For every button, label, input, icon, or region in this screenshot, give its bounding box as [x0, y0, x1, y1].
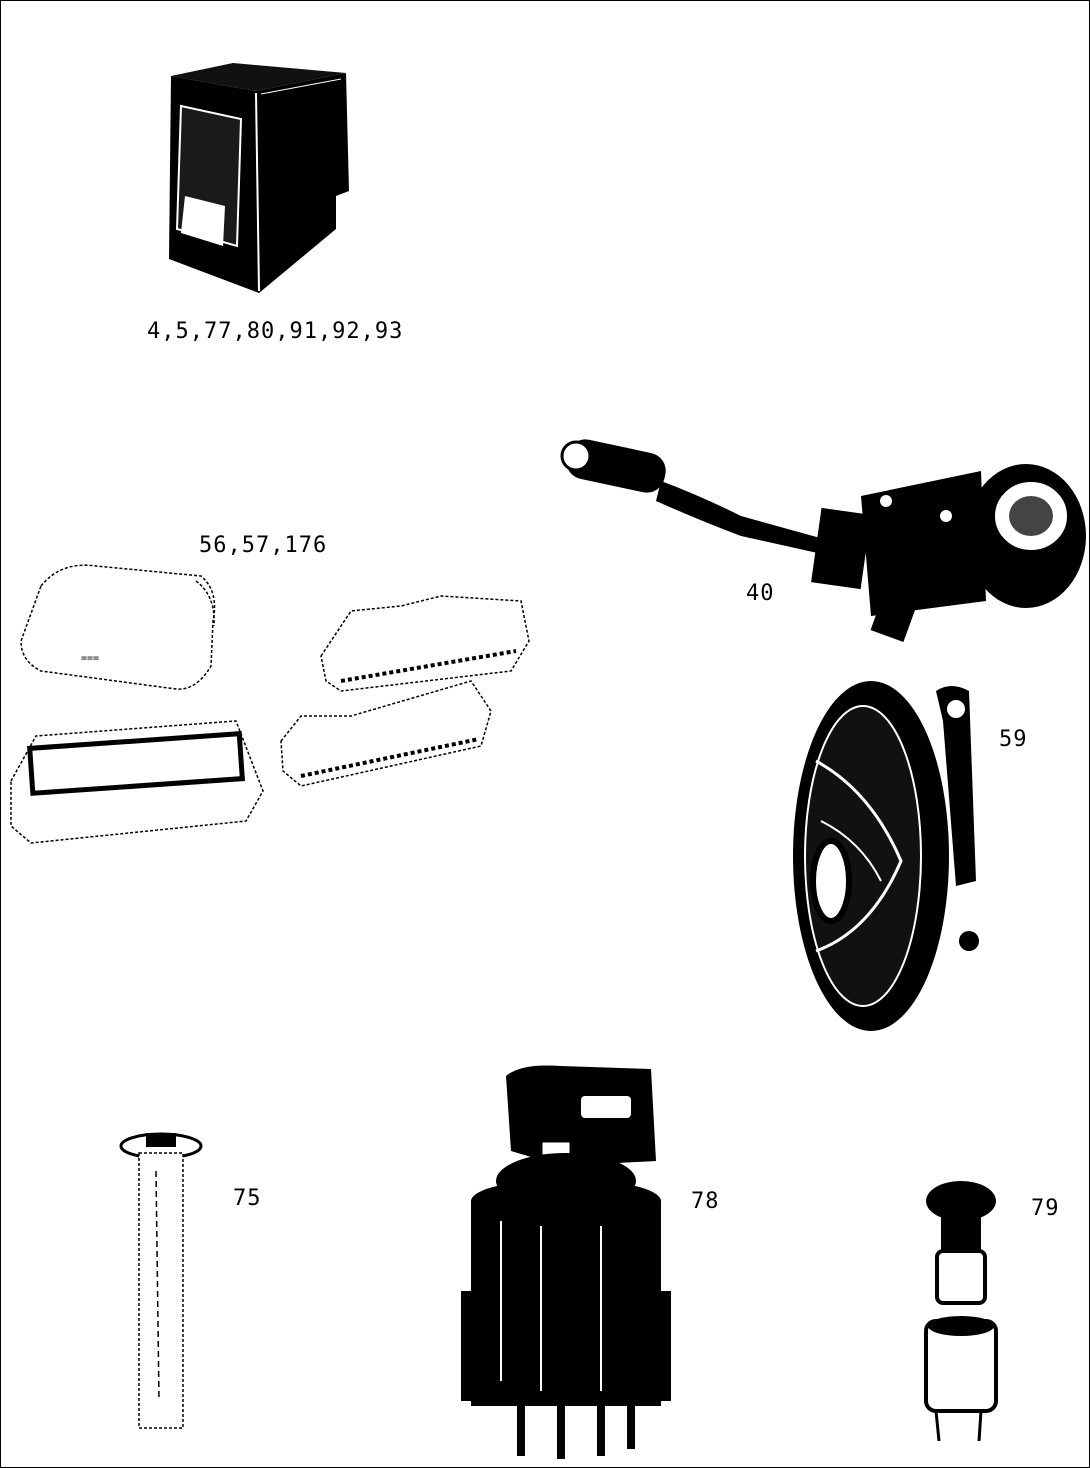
label-horn: 59	[999, 727, 1028, 752]
horn-illustration	[793, 681, 979, 1031]
svg-text:===: ===	[81, 653, 99, 664]
label-combination-switch: 40	[746, 581, 775, 606]
label-connector: 56,57,176	[199, 533, 328, 558]
key-switch-illustration	[461, 1065, 671, 1459]
rocker-switch-illustration	[169, 63, 349, 293]
label-lighter: 79	[1031, 1196, 1060, 1221]
connector-illustration: ===	[10, 564, 530, 844]
label-rocker-switch: 4,5,77,80,91,92,93	[147, 319, 404, 344]
fuel-sender-illustration	[119, 1132, 203, 1429]
label-fuel-sender: 75	[233, 1186, 262, 1211]
lighter-illustration	[924, 1181, 998, 1442]
label-key-switch: 78	[691, 1189, 720, 1214]
combination-switch-illustration	[560, 439, 1086, 643]
